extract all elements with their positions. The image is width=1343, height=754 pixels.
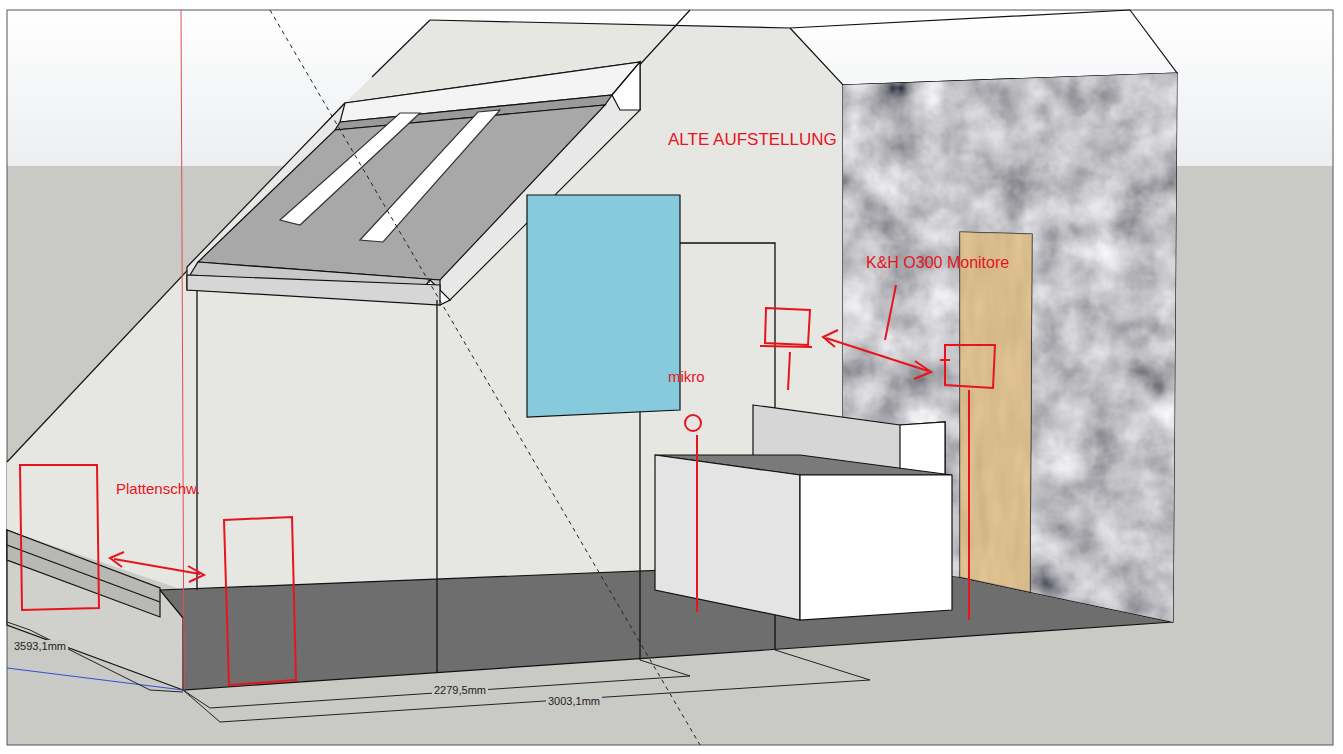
red-annotations-part [940, 359, 950, 361]
guides [7, 10, 700, 745]
back-wall-part [790, 10, 1177, 85]
frame-poles-part [436, 300, 437, 672]
red-annotations-part [823, 330, 838, 347]
guides-part [7, 668, 183, 690]
red-annotations [20, 285, 995, 685]
door-part [960, 232, 1032, 592]
step-part [7, 545, 160, 602]
blue-panel [527, 195, 680, 417]
title-text: ALTE AUFSTELLUNG [668, 130, 837, 150]
dimension-lines-part [7, 622, 183, 692]
door [960, 232, 1032, 592]
monitor-label: K&H O300 Monitore [866, 254, 1009, 272]
cabinet-part [900, 422, 945, 476]
cabinet-part [800, 475, 952, 620]
dormer-window-part [187, 275, 440, 305]
red-annotations-part [110, 552, 124, 567]
red-annotations-part [765, 308, 810, 345]
dimension-lines-part [183, 690, 210, 708]
dimension-text: 3003,1mm [546, 695, 602, 708]
frame-poles-part [196, 290, 197, 590]
dimension-lines-part [775, 650, 870, 680]
red-annotations-part [968, 390, 970, 620]
dormer-window-part [612, 62, 640, 110]
cabinet [655, 405, 952, 620]
red-annotations-part [696, 435, 698, 612]
back-wall-part [430, 10, 1130, 28]
dimension-lines-part [640, 660, 690, 676]
subwoofer-label: Plattenschw. [116, 480, 200, 497]
red-annotations-part [760, 346, 812, 347]
dimension-lines [7, 622, 870, 722]
blue-panel-part [527, 195, 680, 417]
red-annotations-part [945, 345, 995, 388]
red-annotations-part [114, 559, 200, 574]
dimension-text: 2279,5mm [432, 684, 488, 697]
mic-label: mikro [668, 368, 705, 385]
dimension-lines-part [183, 690, 220, 722]
cabinet-part [655, 455, 800, 620]
red-annotations-part [826, 338, 928, 371]
red-annotations-part [224, 517, 296, 685]
guides-part [270, 10, 700, 745]
background-part [7, 10, 1333, 745]
dimension-lines-part [220, 680, 870, 722]
dormer-window-part [360, 110, 500, 242]
dimension-text: 3593,1mm [12, 640, 68, 653]
red-annotations-part [914, 361, 931, 379]
red-annotations-part [188, 566, 204, 582]
red-annotations-part [788, 352, 790, 390]
red-annotations-part [685, 415, 701, 431]
back-wall-part [372, 20, 430, 77]
step-part [7, 530, 160, 617]
red-annotations-part [20, 465, 99, 610]
red-annotations-part [885, 285, 896, 340]
door-part [960, 232, 1032, 592]
guides-part [181, 10, 184, 690]
